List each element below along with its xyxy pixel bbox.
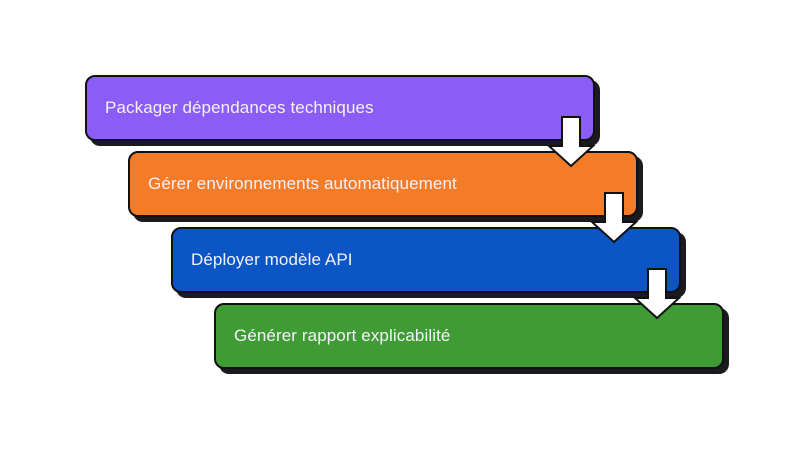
- flow-step-gerer-environnements[interactable]: Gérer environnements automatiquement: [128, 151, 638, 217]
- flow-step-label: Packager dépendances techniques: [105, 98, 374, 118]
- flow-step-deployer-modele-api[interactable]: Déployer modèle API: [171, 227, 681, 293]
- flow-step-label: Gérer environnements automatiquement: [148, 174, 457, 194]
- flow-step-packager-dependances[interactable]: Packager dépendances techniques: [85, 75, 595, 141]
- flow-step-label: Déployer modèle API: [191, 250, 353, 270]
- flow-step-generer-rapport[interactable]: Générer rapport explicabilité: [214, 303, 724, 369]
- flow-step-label: Générer rapport explicabilité: [234, 326, 451, 346]
